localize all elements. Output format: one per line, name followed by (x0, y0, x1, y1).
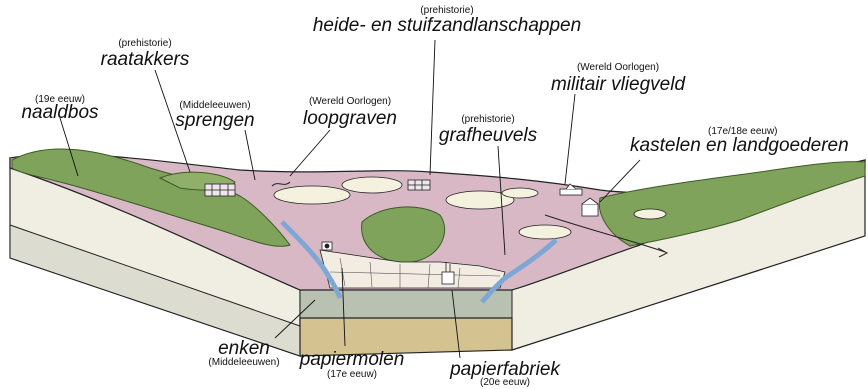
sand-patch (519, 225, 571, 239)
grafheuvels-label: grafheuvels (439, 126, 537, 145)
grafheuvels-era: (prehistorie) (461, 115, 514, 125)
soil-grey-layer (300, 290, 512, 322)
raatakkers-era: (prehistorie) (118, 39, 171, 49)
papiermolen-era: (17e eeuw) (327, 370, 377, 380)
sand-patch (342, 177, 402, 193)
loopgraven-label: loopgraven (303, 109, 397, 128)
papiermolen-label: papiermolen (300, 350, 405, 369)
heide-label: heide- en stuifzandlanschappen (313, 16, 581, 35)
enken-label: enken (218, 339, 270, 358)
raatakkers-label: raatakkers (101, 50, 190, 69)
vliegveld-label: militair vliegveld (551, 75, 685, 94)
sprengen-label: sprengen (175, 111, 254, 130)
loopgraven-era: (Wereld Oorlogen) (309, 97, 391, 107)
papierfabriek-era: (20e eeuw) (480, 378, 530, 388)
sand-patch (274, 186, 350, 204)
vliegveld-era: (Wereld Oorlogen) (577, 63, 659, 73)
naaldbos-label: naaldbos (21, 103, 98, 122)
sand-patch (634, 209, 666, 219)
enken-era: (Middeleeuwen) (208, 358, 279, 368)
papiermolen-building (322, 242, 332, 250)
sand-patch (502, 188, 538, 198)
kastelen-label: kastelen en landgoederen (630, 136, 849, 155)
